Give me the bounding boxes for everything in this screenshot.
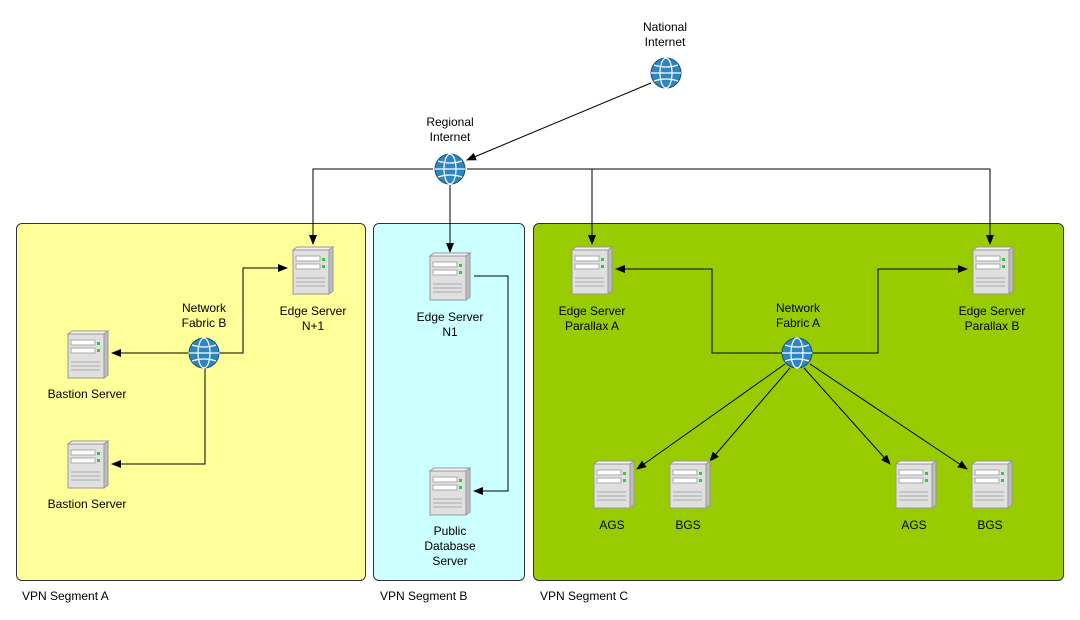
globe-icon-fabric-b	[188, 337, 220, 369]
link-fabric-a-ags-2	[803, 367, 891, 465]
label-bgs-2: BGS	[977, 518, 1003, 532]
label-edge-n1: Edge Server N1	[416, 310, 484, 339]
vpn-segment-a-label: VPN Segment A	[22, 589, 109, 603]
server-icon-ags-1	[592, 460, 636, 509]
server-icon-ags-2	[894, 460, 938, 509]
vpn-segment-b-label: VPN Segment B	[380, 589, 468, 603]
link-fabric-b-edge-n-plus-1	[220, 264, 288, 354]
vpn-segment-c-label: VPN Segment C	[540, 589, 629, 603]
label-bastion-server-1: Bastion Server	[47, 387, 127, 401]
label-regional-internet: Regional Internet	[426, 115, 474, 144]
link-fabric-a-bgs-2	[809, 363, 968, 470]
globe-icon-fabric-a	[781, 337, 813, 369]
server-icon-edge-n-plus-1	[291, 246, 335, 295]
link-edge-n1-public-db	[473, 275, 509, 495]
link-fabric-a-parallax-b	[813, 265, 968, 354]
globe-icon-regional	[434, 153, 466, 185]
label-public-db: Public Database Server	[424, 524, 476, 568]
label-ags-1: AGS	[599, 518, 625, 532]
link-regional-parallax-b	[592, 168, 994, 245]
server-icon-public-db	[428, 467, 472, 516]
label-bgs-1: BGS	[675, 518, 701, 532]
link-national-regional	[466, 82, 652, 161]
server-icon-bgs-2	[970, 460, 1014, 509]
globe-icon-national	[650, 57, 682, 89]
label-bastion-server-2: Bastion Server	[47, 497, 127, 511]
server-icon-edge-parallax-b	[971, 246, 1015, 295]
server-icon-bgs-1	[668, 460, 712, 509]
label-edge-parallax-b: Edge Server Parallax B	[958, 304, 1026, 333]
server-icon-edge-n1	[428, 252, 472, 301]
server-icon-bastion-1	[66, 330, 110, 379]
label-network-fabric-b: Network Fabric B	[181, 301, 227, 330]
server-icon-bastion-2	[66, 440, 110, 489]
label-edge-n-plus-1: Edge Server N+1	[279, 304, 347, 333]
label-ags-2: AGS	[901, 518, 927, 532]
link-regional-parallax-a	[467, 168, 596, 245]
label-edge-parallax-a: Edge Server Parallax A	[558, 304, 626, 333]
server-icon-edge-parallax-a	[570, 246, 614, 295]
label-national-internet: National Internet	[642, 20, 688, 49]
link-regional-edge-n-plus-1	[309, 168, 433, 245]
label-network-fabric-a: Network Fabric A	[775, 301, 821, 330]
link-fabric-a-bgs-1	[709, 367, 791, 462]
link-fabric-a-ags-1	[636, 363, 786, 470]
link-fabric-a-parallax-a	[615, 265, 782, 354]
link-fabric-b-bastion-2	[111, 368, 206, 468]
